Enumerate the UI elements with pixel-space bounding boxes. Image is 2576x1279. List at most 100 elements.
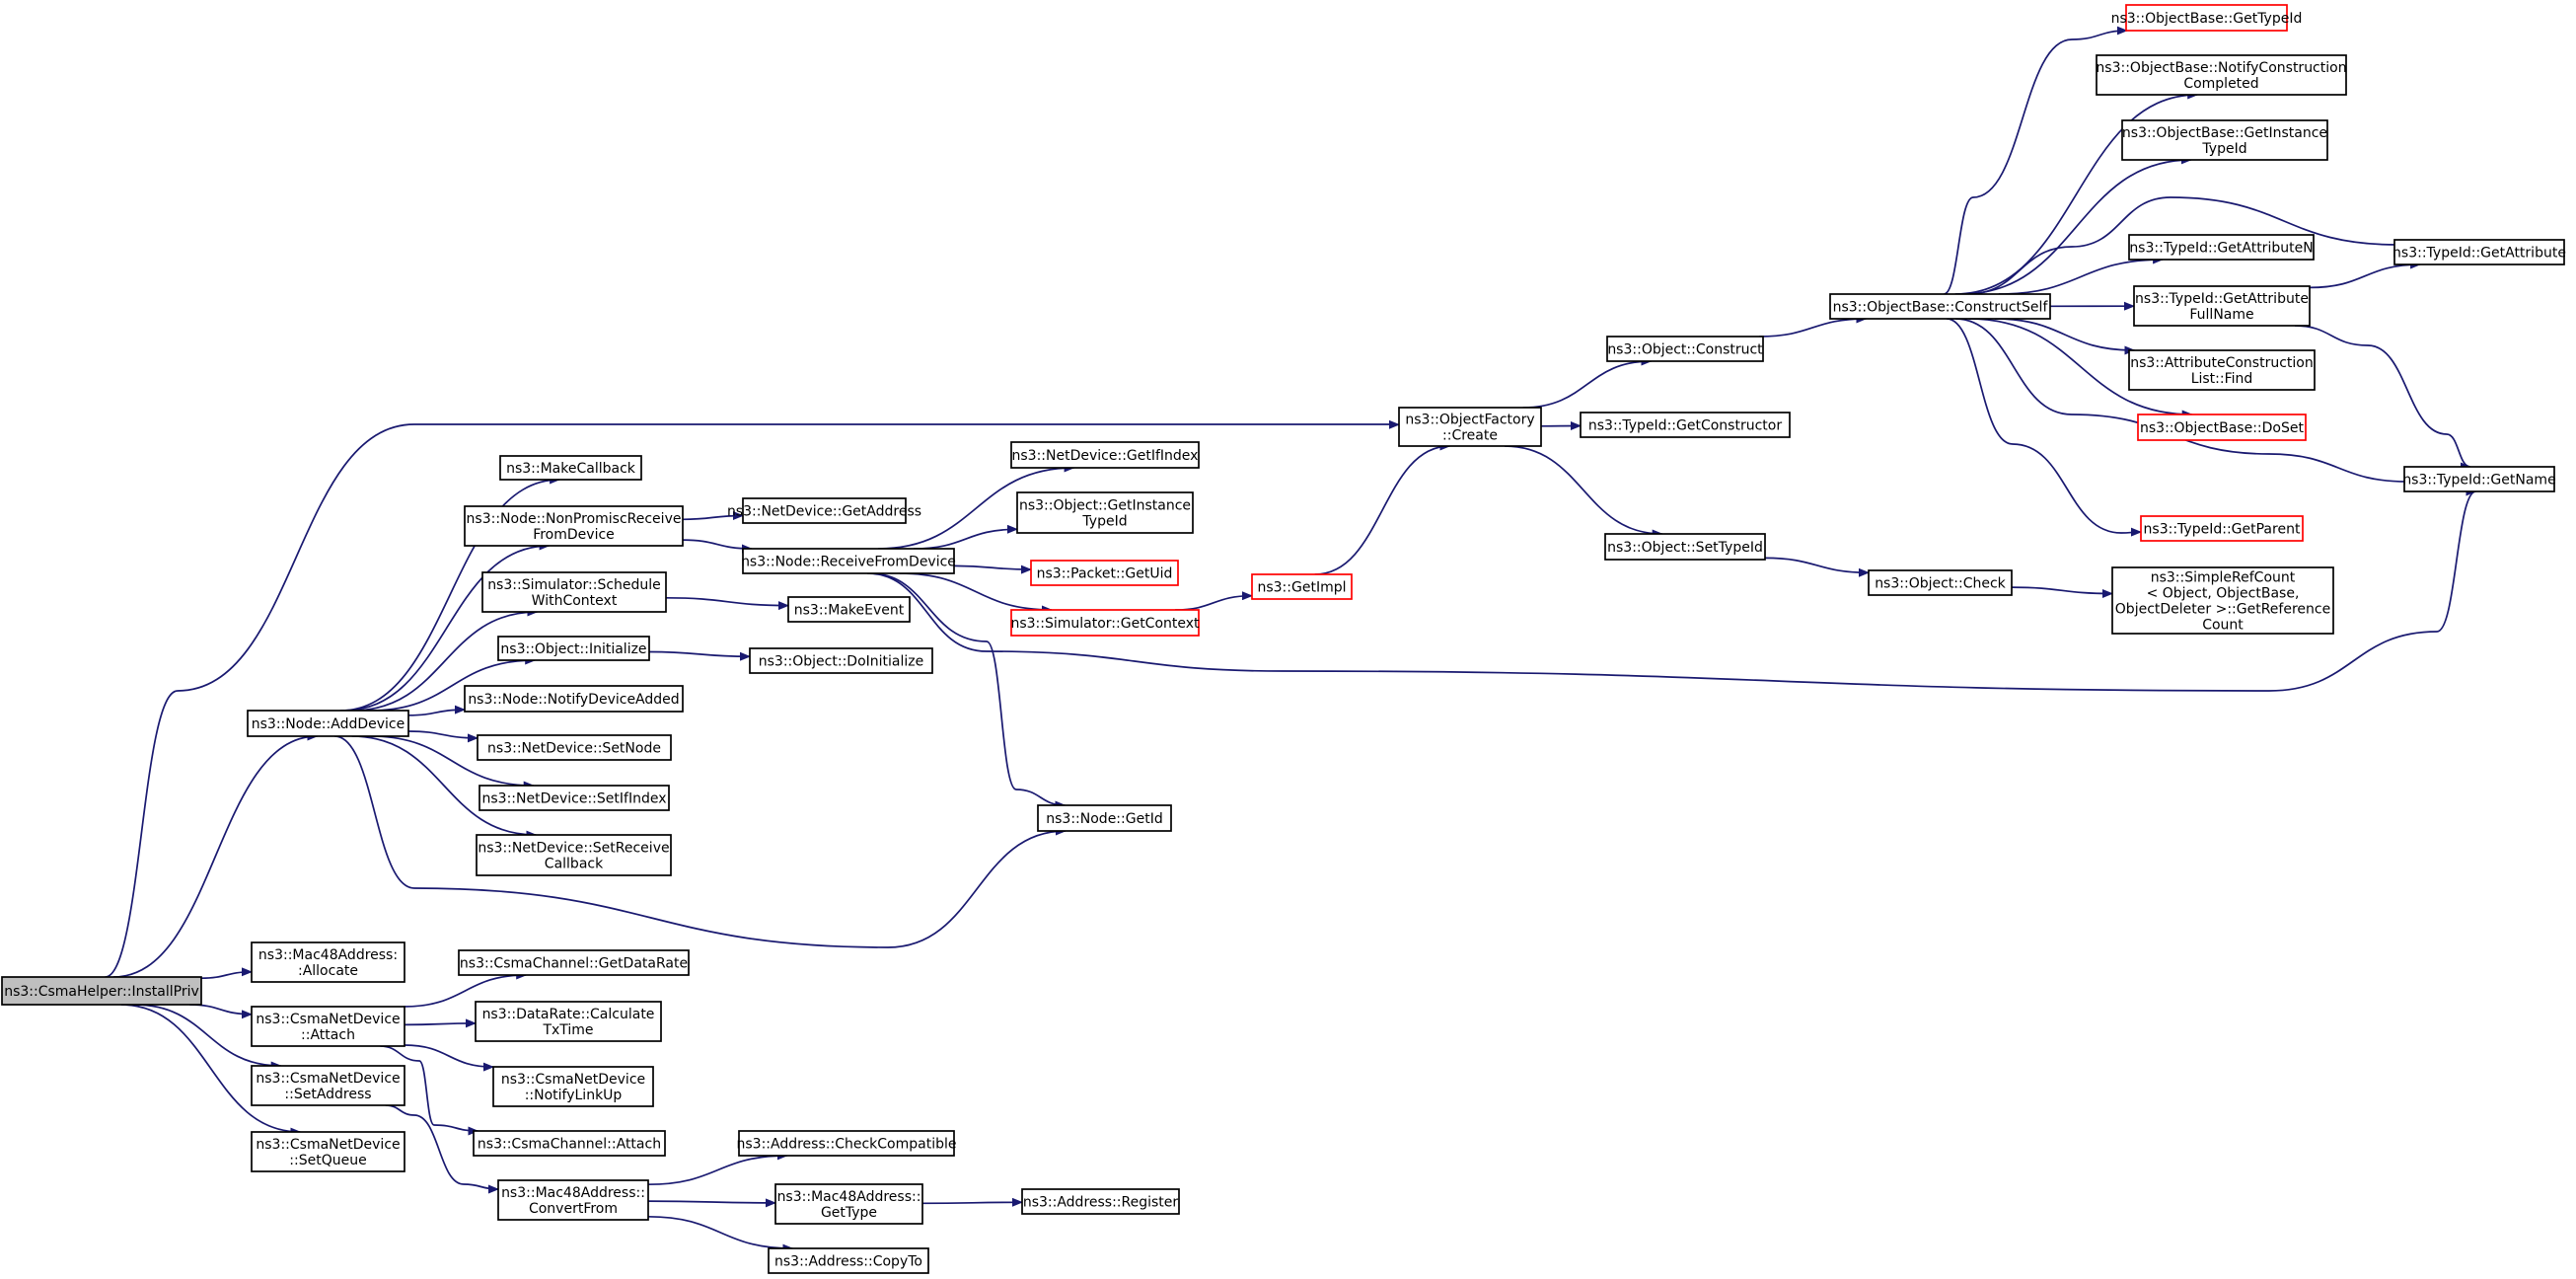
node-box[interactable]	[2403, 466, 2555, 492]
node-box[interactable]	[768, 1247, 929, 1274]
node-nd_getifindex[interactable]: ns3::NetDevice::GetIfIndex	[1010, 441, 1200, 469]
node-makeevent[interactable]: ns3::MakeEvent	[787, 596, 911, 623]
node-typeid_getname[interactable]: ns3::TypeId::GetName	[2402, 466, 2556, 492]
node-box[interactable]	[497, 1179, 649, 1221]
node-box[interactable]	[1604, 533, 1766, 561]
node-mac48_allocate[interactable]: ns3::Mac48Address::Allocate	[251, 941, 405, 983]
node-box[interactable]	[251, 1131, 405, 1172]
node-box[interactable]	[749, 647, 933, 674]
node-box[interactable]	[742, 497, 907, 524]
node-node_receive[interactable]: ns3::Node::ReceiveFromDevice	[741, 548, 956, 574]
node-mac48_convertfrom[interactable]: ns3::Mac48Address::ConvertFrom	[497, 1179, 649, 1221]
node-obj_doinit[interactable]: ns3::Object::DoInitialize	[749, 647, 933, 674]
node-mac48_gettype[interactable]: ns3::Mac48Address::GetType	[774, 1183, 923, 1225]
node-box[interactable]	[1398, 407, 1542, 447]
node-makecallback[interactable]: ns3::MakeCallback	[499, 455, 642, 481]
node-box[interactable]	[2128, 349, 2316, 391]
node-obj_check[interactable]: ns3::Object::Check	[1868, 569, 2013, 596]
node-box[interactable]	[251, 1006, 405, 1047]
node-addr_checkcompat[interactable]: ns3::Address::CheckCompatible	[737, 1130, 957, 1157]
node-box[interactable]	[464, 685, 684, 713]
node-box[interactable]	[1010, 609, 1200, 637]
node-box[interactable]	[492, 1066, 654, 1107]
node-box[interactable]	[1010, 441, 1200, 469]
node-csmach_attach[interactable]: ns3::CsmaChannel::Attach	[473, 1130, 666, 1157]
node-box[interactable]	[774, 1183, 923, 1225]
node-node_getid[interactable]: ns3::Node::GetId	[1037, 804, 1172, 832]
node-box[interactable]	[497, 636, 650, 661]
node-nd_setnode[interactable]: ns3::NetDevice::SetNode	[477, 734, 672, 761]
node-box[interactable]	[251, 941, 405, 983]
node-csmand_setqueue[interactable]: ns3::CsmaNetDevice::SetQueue	[251, 1131, 405, 1172]
node-box[interactable]	[1580, 412, 1791, 438]
node-box[interactable]	[2393, 239, 2565, 265]
node-sim_getcontext[interactable]: ns3::Simulator::GetContext	[1010, 609, 1200, 637]
node-box[interactable]	[787, 596, 911, 623]
node-box[interactable]	[2128, 234, 2315, 261]
node-box[interactable]	[247, 710, 409, 737]
node-nd_setifindex[interactable]: ns3::NetDevice::SetIfIndex	[478, 785, 670, 811]
node-box[interactable]	[1829, 293, 2051, 320]
node-box[interactable]	[464, 505, 684, 547]
node-csmand_attach[interactable]: ns3::CsmaNetDevice::Attach	[251, 1006, 405, 1047]
node-box[interactable]	[1606, 336, 1764, 362]
node-box[interactable]	[478, 785, 670, 811]
node-box[interactable]	[2096, 54, 2347, 96]
node-ob_doset[interactable]: ns3::ObjectBase::DoSet	[2137, 414, 2307, 441]
node-ob_notifyconstr[interactable]: ns3::ObjectBase::NotifyConstructionCompl…	[2096, 54, 2347, 96]
node-box[interactable]	[475, 1001, 662, 1042]
node-box[interactable]	[476, 834, 672, 876]
node-csmand_notifylinkup[interactable]: ns3::CsmaNetDevice::NotifyLinkUp	[492, 1066, 654, 1107]
node-box[interactable]	[2137, 414, 2307, 441]
node-node_adddevice[interactable]: ns3::Node::AddDevice	[247, 710, 409, 737]
node-box[interactable]	[499, 455, 642, 481]
node-typeid_getctor[interactable]: ns3::TypeId::GetConstructor	[1580, 412, 1791, 438]
node-obj_settypeid[interactable]: ns3::Object::SetTypeId	[1604, 533, 1766, 561]
node-addr_copyto[interactable]: ns3::Address::CopyTo	[768, 1247, 929, 1274]
node-box[interactable]	[1037, 804, 1172, 832]
node-csmach_getdatarate[interactable]: ns3::CsmaChannel::GetDataRate	[458, 949, 690, 976]
node-box[interactable]	[1021, 1188, 1180, 1215]
node-box[interactable]	[477, 734, 672, 761]
node-box[interactable]	[742, 548, 955, 574]
node-box[interactable]	[738, 1130, 955, 1157]
node-addr_register[interactable]: ns3::Address::Register	[1021, 1188, 1180, 1215]
node-box[interactable]	[2125, 4, 2288, 32]
node-box[interactable]	[1251, 573, 1353, 600]
node-box[interactable]	[251, 1065, 405, 1106]
node-box[interactable]	[473, 1130, 666, 1157]
node-obj_construct[interactable]: ns3::Object::Construct	[1606, 336, 1764, 362]
node-box[interactable]	[481, 571, 667, 613]
node-box[interactable]	[1016, 491, 1194, 534]
node-box[interactable]	[2111, 566, 2334, 635]
node-ob_gettypeid[interactable]: ns3::ObjectBase::GetTypeId	[2111, 4, 2303, 32]
node-csmand_setaddress[interactable]: ns3::CsmaNetDevice::SetAddress	[251, 1065, 405, 1106]
node-simplerefcount[interactable]: ns3::SimpleRefCount< Object, ObjectBase,…	[2111, 566, 2334, 635]
node-box[interactable]	[1868, 569, 2013, 596]
node-box[interactable]	[2121, 119, 2328, 161]
node-box[interactable]	[1030, 560, 1179, 586]
node-ob_constructself[interactable]: ns3::ObjectBase::ConstructSelf	[1829, 293, 2051, 320]
node-box[interactable]	[2140, 515, 2304, 542]
node-typeid_getparent[interactable]: ns3::TypeId::GetParent	[2140, 515, 2304, 542]
node-obj_initialize[interactable]: ns3::Object::Initialize	[497, 636, 650, 661]
node-box[interactable]	[458, 949, 690, 976]
node-root[interactable]: ns3::CsmaHelper::InstallPriv	[1, 976, 202, 1006]
node-nd_getaddress[interactable]: ns3::NetDevice::GetAddress	[727, 497, 921, 524]
node-typeid_getattrn[interactable]: ns3::TypeId::GetAttributeN	[2128, 234, 2315, 261]
node-box[interactable]	[1, 976, 202, 1006]
node-pkt_getuid[interactable]: ns3::Packet::GetUid	[1030, 560, 1179, 586]
node-objfactory_create[interactable]: ns3::ObjectFactory::Create	[1398, 407, 1542, 447]
node-getimpl[interactable]: ns3::GetImpl	[1251, 573, 1353, 600]
node-box[interactable]	[2133, 285, 2311, 327]
node-typeid_getattr[interactable]: ns3::TypeId::GetAttribute	[2392, 239, 2566, 265]
node-node_notify[interactable]: ns3::Node::NotifyDeviceAdded	[464, 685, 684, 713]
